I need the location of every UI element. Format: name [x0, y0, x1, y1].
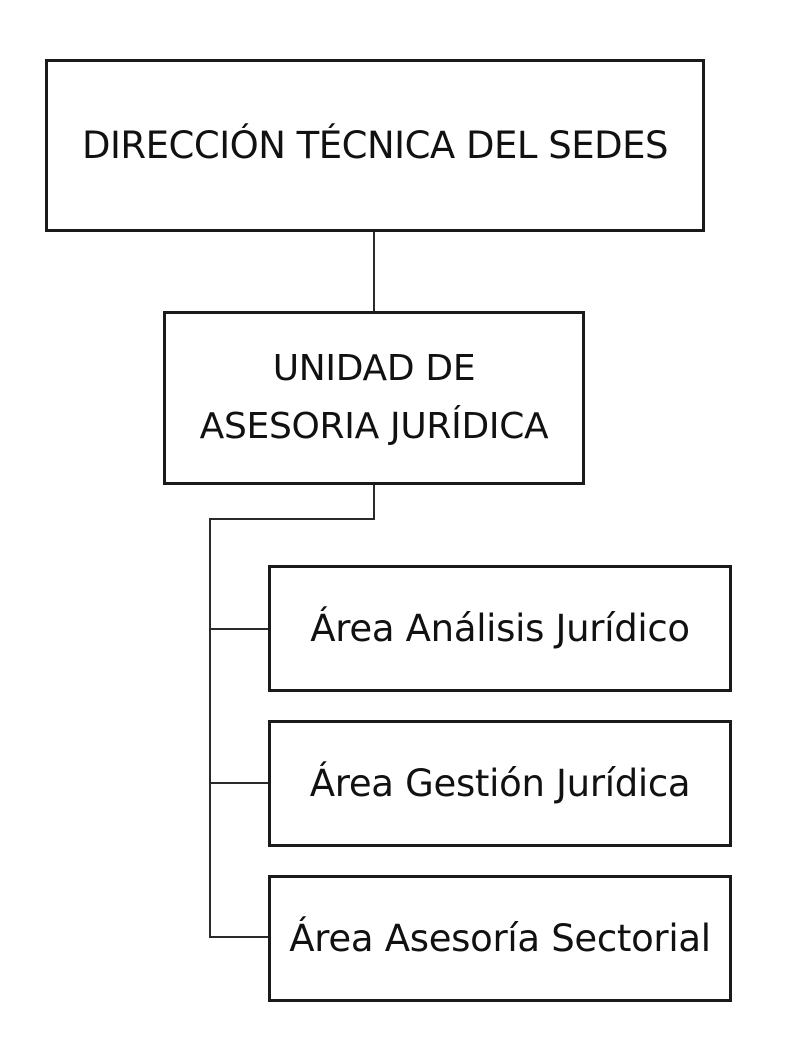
box-direccion-tecnica: DIRECCIÓN TÉCNICA DEL SEDES: [45, 59, 705, 232]
box-area-asesoria-sectorial-label: Área Asesoría Sectorial: [289, 917, 711, 960]
box-area-analisis-label: Área Análisis Jurídico: [310, 607, 690, 650]
box-area-analisis: Área Análisis Jurídico: [268, 565, 732, 692]
box-unidad-label-line2: ASESORIA JURÍDICA: [199, 406, 549, 447]
connector-top-to-unidad: [373, 232, 375, 311]
connector-vertical-trunk: [209, 518, 211, 938]
box-unidad-label-line1: UNIDAD DE: [272, 348, 476, 389]
box-direccion-tecnica-label: DIRECCIÓN TÉCNICA DEL SEDES: [82, 124, 668, 167]
connector-horizontal-to-trunk: [209, 518, 375, 520]
box-area-gestion: Área Gestión Jurídica: [268, 720, 732, 847]
connector-unidad-down: [373, 485, 375, 519]
connector-branch-area-1: [209, 628, 270, 630]
connector-branch-area-3: [209, 936, 270, 938]
box-area-gestion-label: Área Gestión Jurídica: [309, 762, 691, 805]
box-unidad-asesoria: UNIDAD DE ASESORIA JURÍDICA: [163, 311, 585, 485]
box-area-asesoria-sectorial: Área Asesoría Sectorial: [268, 875, 732, 1002]
box-unidad-asesoria-text: UNIDAD DE ASESORIA JURÍDICA: [200, 340, 549, 456]
connector-branch-area-2: [209, 782, 270, 784]
